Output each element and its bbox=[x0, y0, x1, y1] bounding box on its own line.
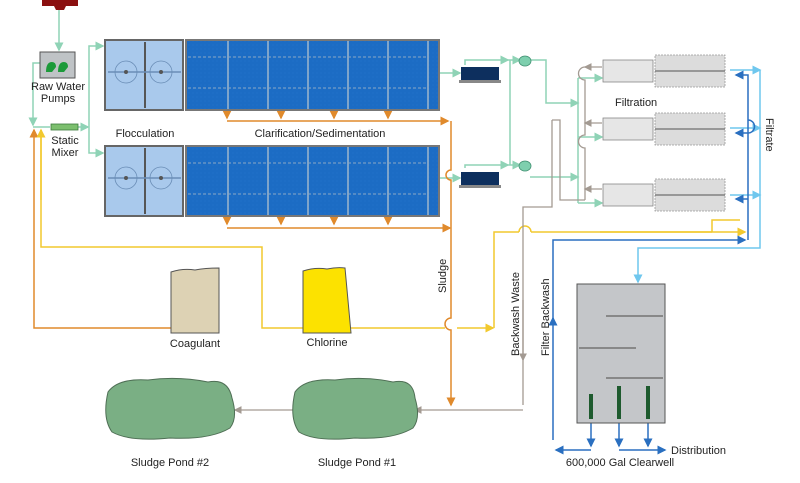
clarification-basin-2[interactable] bbox=[185, 145, 440, 217]
filter-backwash-label: Filter Backwash bbox=[540, 278, 552, 356]
sludge-label: Sludge bbox=[437, 259, 449, 293]
valve-icon[interactable] bbox=[518, 55, 532, 67]
clarification-basin-1[interactable] bbox=[185, 39, 440, 111]
flocculation-label: Flocculation bbox=[116, 128, 175, 140]
filtration-label: Filtration bbox=[615, 97, 657, 109]
filter-unit-3[interactable] bbox=[602, 178, 726, 212]
chlorine-pipes bbox=[36, 128, 747, 333]
raw-water-pumps[interactable] bbox=[39, 51, 76, 79]
backwash-waste-pipes bbox=[233, 63, 602, 414]
filter-unit-1[interactable] bbox=[602, 54, 726, 88]
static-mixer[interactable] bbox=[50, 123, 79, 131]
flocculation-basin-1[interactable] bbox=[104, 39, 184, 111]
raw-water-pumps-label: Raw Water bbox=[31, 81, 85, 93]
coagulant-label: Coagulant bbox=[170, 338, 220, 350]
clarification-label: Clarification/Sedimentation bbox=[255, 128, 386, 140]
pump-icon bbox=[617, 386, 621, 419]
backwash-waste-label: Backwash Waste bbox=[510, 272, 522, 356]
valve-icon[interactable] bbox=[518, 160, 532, 172]
filtrate-label: Filtrate bbox=[763, 118, 775, 152]
clearwell-label: 600,000 Gal Clearwell bbox=[566, 457, 674, 469]
sludge-pond-1[interactable] bbox=[292, 377, 419, 440]
pump-icon bbox=[46, 62, 56, 72]
clearwell-tank[interactable] bbox=[576, 283, 666, 424]
sludge-pond-2-label: Sludge Pond #2 bbox=[131, 457, 209, 469]
filter-unit-2[interactable] bbox=[602, 112, 726, 146]
static-mixer-label: Static bbox=[51, 135, 79, 147]
pump-icon bbox=[646, 386, 650, 419]
backwash-pipes bbox=[548, 70, 756, 455]
coagulant-tank[interactable] bbox=[170, 267, 220, 334]
sludge-pond-2[interactable] bbox=[105, 377, 236, 440]
chlorine-tank[interactable] bbox=[302, 267, 352, 334]
transfer-pump-2[interactable] bbox=[459, 172, 501, 188]
raw-water-pumps-label: Pumps bbox=[41, 93, 76, 105]
sludge-pond-1-label: Sludge Pond #1 bbox=[318, 457, 396, 469]
sludge-pipes bbox=[29, 110, 456, 407]
pump-icon bbox=[58, 62, 68, 72]
raw-water-intake-icon bbox=[42, 0, 78, 10]
transfer-pump-1[interactable] bbox=[459, 67, 501, 83]
static-mixer-label: Mixer bbox=[52, 147, 79, 159]
flocculation-basin-2[interactable] bbox=[104, 145, 184, 217]
pump-icon bbox=[589, 394, 593, 419]
raw-water-pipes bbox=[28, 10, 604, 208]
chlorine-label: Chlorine bbox=[307, 337, 348, 349]
distribution-label: Distribution bbox=[671, 445, 726, 457]
